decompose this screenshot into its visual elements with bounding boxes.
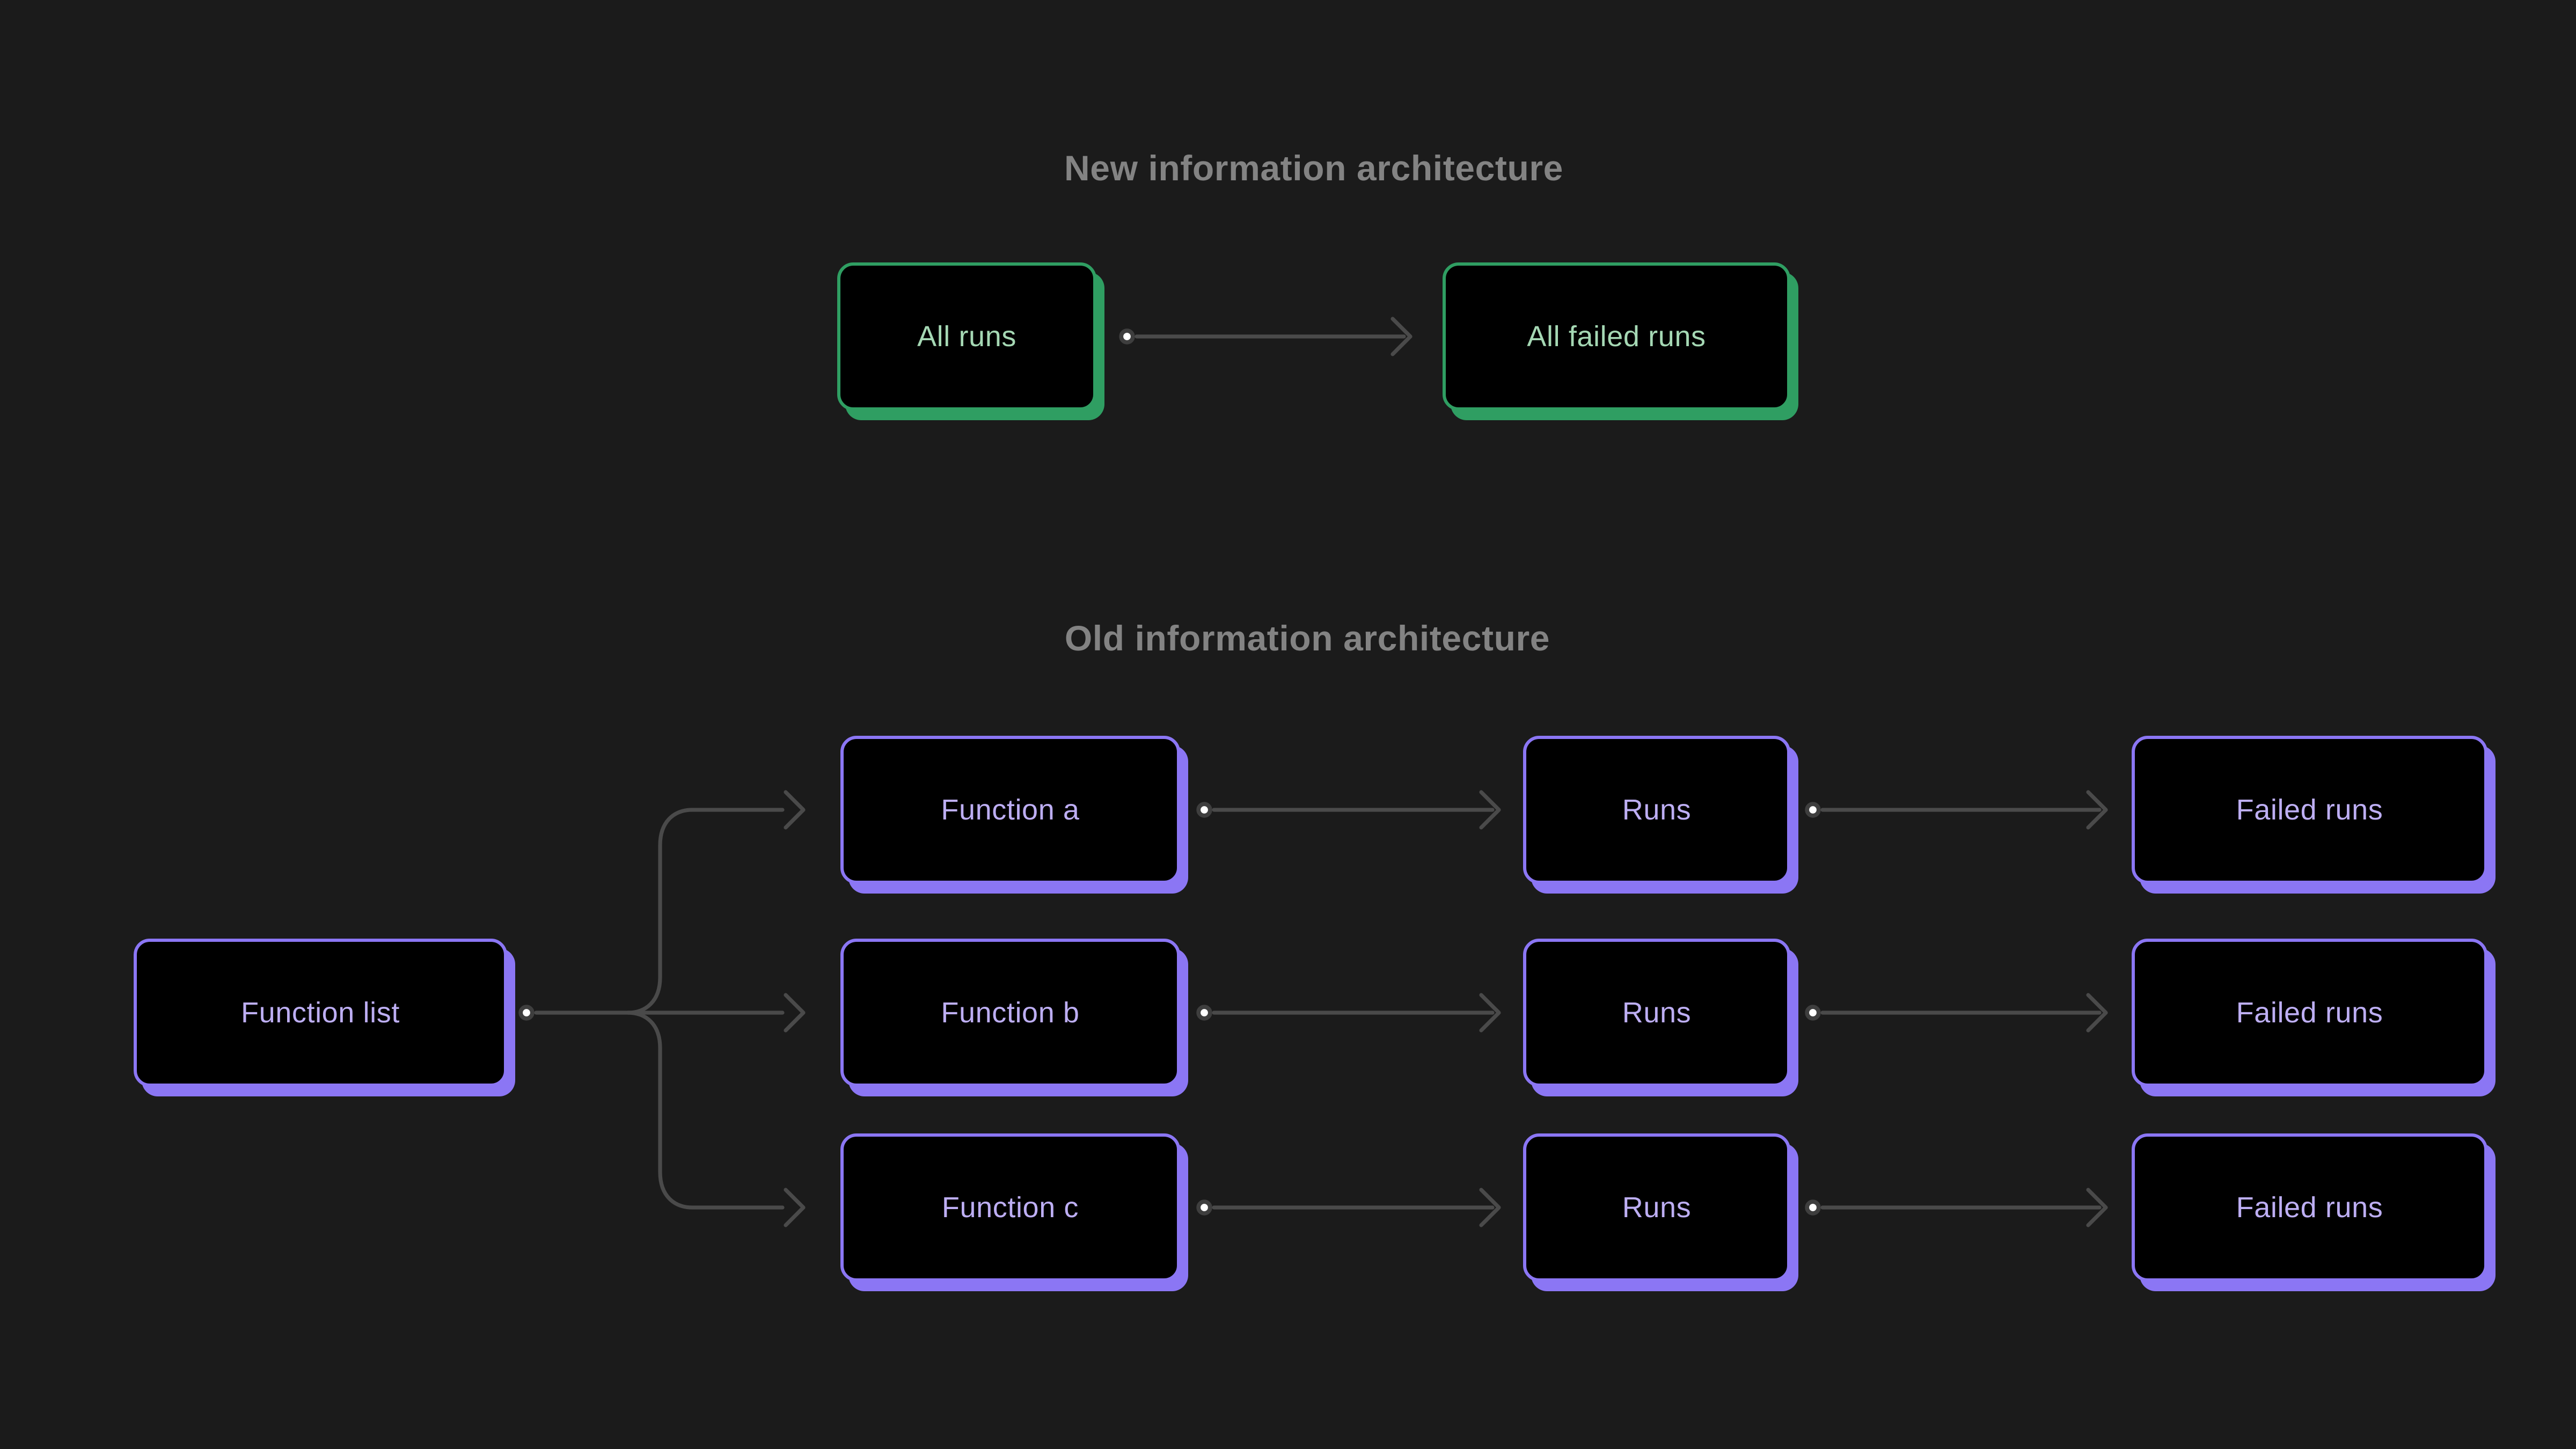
new-architecture-title: New information architecture (1064, 148, 1563, 188)
arrowhead-icon (1479, 993, 1501, 1033)
old-architecture-title: Old information architecture (1064, 618, 1550, 658)
node-label: Function b (941, 996, 1080, 1028)
connector-branch-top (626, 808, 785, 1015)
connector-branch-bottom (626, 1011, 785, 1210)
node-label: Failed runs (2236, 996, 2383, 1028)
node-runs-b: Runs (1523, 939, 1790, 1087)
node-label: Failed runs (2236, 793, 2383, 825)
node-label: Runs (1622, 996, 1692, 1028)
arrowhead-icon (1479, 790, 1501, 830)
connector-function-list-fork (518, 790, 806, 1227)
node-all-runs: All runs (837, 262, 1096, 411)
arrowhead-icon (784, 790, 806, 830)
node-function-b: Function b (840, 939, 1180, 1087)
connector-dot (1196, 1005, 1212, 1021)
node-label: Runs (1622, 793, 1692, 825)
arrowhead-icon (2086, 993, 2108, 1033)
connector-dot (1805, 1199, 1821, 1216)
node-failed-runs-a: Failed runs (2132, 736, 2487, 884)
connector-function-c-to-runs (1196, 1188, 1501, 1227)
connector-dot (1196, 1199, 1212, 1216)
arrowhead-icon (784, 1188, 806, 1227)
connector-function-a-to-runs (1196, 790, 1501, 830)
node-label: All failed runs (1527, 319, 1706, 352)
node-failed-runs-c: Failed runs (2132, 1133, 2487, 1282)
connector-dot (1805, 802, 1821, 818)
node-function-c: Function c (840, 1133, 1180, 1282)
connector-function-b-to-runs (1196, 993, 1501, 1033)
node-label: Function c (941, 1190, 1079, 1223)
node-runs-c: Runs (1523, 1133, 1790, 1282)
node-failed-runs-b: Failed runs (2132, 939, 2487, 1087)
arrowhead-icon (1391, 317, 1413, 356)
node-label: Runs (1622, 1190, 1692, 1223)
node-label: All runs (917, 319, 1016, 352)
connector-dot (1119, 328, 1135, 345)
node-label: Function list (241, 996, 400, 1028)
connector-dot (1196, 802, 1212, 818)
node-label: Function a (941, 793, 1080, 825)
node-all-failed-runs: All failed runs (1443, 262, 1790, 411)
node-runs-a: Runs (1523, 736, 1790, 884)
arrowhead-icon (2086, 1188, 2108, 1227)
connector-dot (1805, 1005, 1821, 1021)
arrowhead-icon (2086, 790, 2108, 830)
node-label: Failed runs (2236, 1190, 2383, 1223)
connector-dot (518, 1005, 535, 1021)
arrowhead-icon (784, 993, 806, 1033)
connector-all-runs-to-all-failed-runs (1119, 317, 1413, 356)
node-function-list: Function list (134, 939, 507, 1087)
connector-runs-to-failed-runs-b (1805, 993, 2108, 1033)
connector-runs-to-failed-runs-a (1805, 790, 2108, 830)
arrowhead-icon (1479, 1188, 1501, 1227)
node-function-a: Function a (840, 736, 1180, 884)
connector-runs-to-failed-runs-c (1805, 1188, 2108, 1227)
